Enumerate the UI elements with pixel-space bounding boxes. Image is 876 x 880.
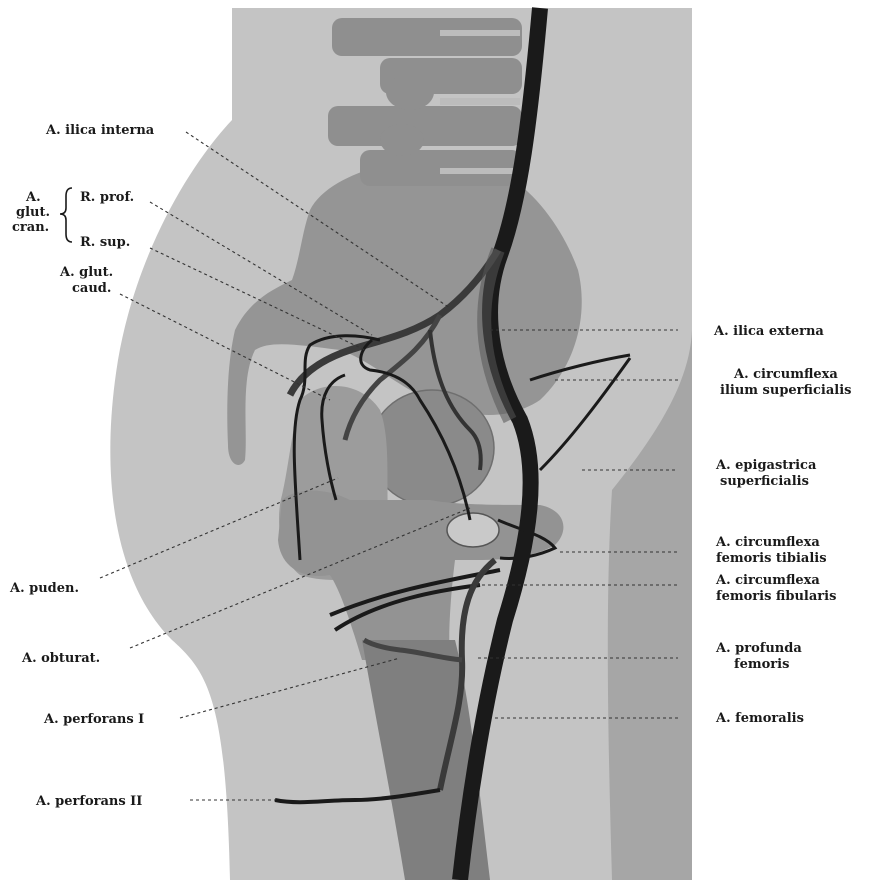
label-ilica-externa: A. ilica externa — [713, 324, 824, 339]
label-circ-tibialis-b: femoris tibialis — [716, 551, 827, 566]
label-perforans-2: A. perforans II — [35, 794, 142, 809]
obturator-foramen — [447, 513, 499, 547]
label-glut-caud-b: caud. — [72, 281, 111, 296]
label-circ-fibularis-a: A. circumflexa — [715, 573, 820, 588]
label-glut-cran-a: A. — [25, 190, 41, 205]
label-perforans-1: A. perforans I — [43, 712, 144, 727]
femoral-head — [370, 390, 494, 506]
label-circ-ilium-a: A. circumflexa — [733, 367, 838, 382]
label-profunda-b: femoris — [734, 657, 789, 672]
label-circ-tibialis-a: A. circumflexa — [715, 535, 820, 550]
label-ilica-interna: A. ilica interna — [45, 123, 155, 138]
label-obturat: A. obturat. — [21, 651, 100, 666]
label-glut-cran-b: glut. — [16, 205, 50, 220]
label-r-sup: R. sup. — [80, 235, 130, 250]
label-circ-ilium-b: ilium superficialis — [720, 383, 851, 398]
label-glut-cran-c: cran. — [12, 220, 49, 235]
label-profunda-a: A. profunda — [715, 641, 802, 656]
gluteal-bracket — [60, 188, 72, 242]
label-r-prof: R. prof. — [80, 190, 134, 205]
label-femoralis: A. femoralis — [715, 711, 804, 726]
label-glut-caud-a: A. glut. — [59, 265, 113, 280]
label-puden: A. puden. — [9, 581, 79, 596]
label-circ-fibularis-b: femoris fibularis — [716, 589, 836, 604]
label-epigastrica-b: superficialis — [720, 474, 809, 489]
label-epigastrica-a: A. epigastrica — [715, 458, 817, 473]
